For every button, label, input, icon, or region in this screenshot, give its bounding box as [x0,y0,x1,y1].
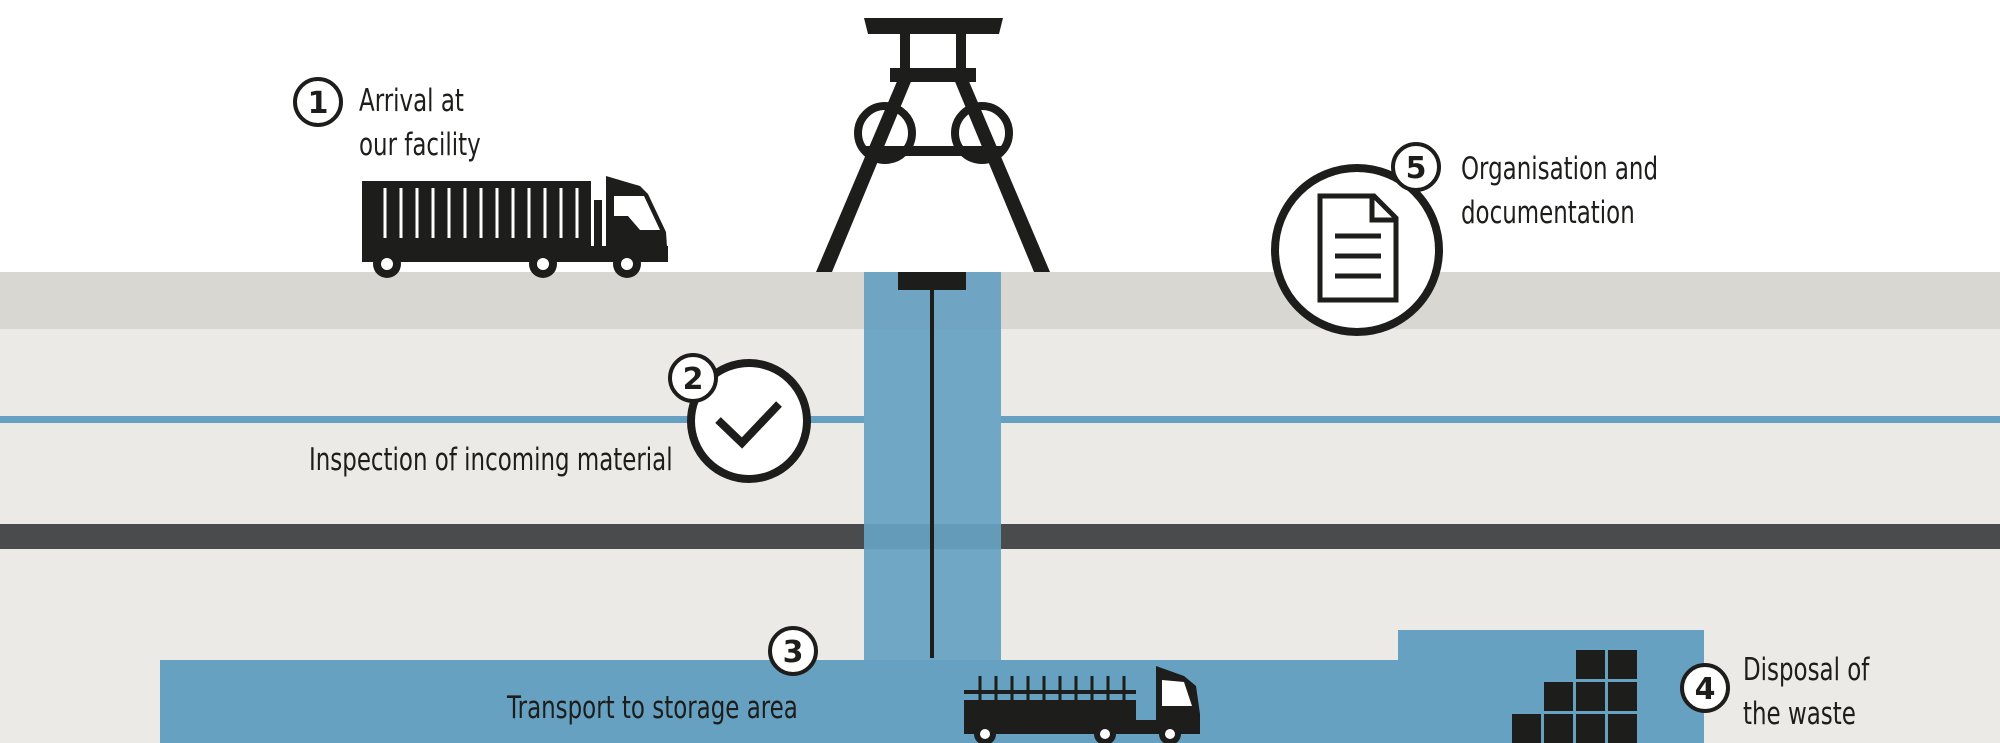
step-5-line-2: documentation [1461,195,1635,231]
headframe-icon [816,18,1050,658]
flatbed-truck-icon [964,666,1200,743]
checkmark-icon [687,359,811,483]
step-2-badge: 2 [668,353,718,403]
seam-line-upper-right [1001,416,2000,423]
seam-line-upper-left [0,416,864,423]
step-4-line-1: Disposal of [1743,652,1870,688]
step-3-number: 3 [783,635,804,670]
step-3-label: Transport to storage area [507,686,798,730]
truck-icon [362,176,668,278]
step-5-line-1: Organisation and [1461,151,1659,187]
document-icon [1271,164,1443,336]
step-4-badge: 4 [1680,663,1730,713]
step-5-number: 5 [1406,151,1427,186]
step-4-line-2: the waste [1743,696,1856,732]
step-2-number: 2 [683,362,704,397]
step-1-line-2: our facility [359,127,481,163]
step-1-label: Arrival at our facility [359,79,481,167]
step-5-badge: 5 [1391,142,1441,192]
step-4-label: Disposal of the waste [1743,648,1869,736]
step-1-line-1: Arrival at [359,83,464,119]
step-3-line-1: Transport to storage area [507,690,798,726]
step-5-label: Organisation and documentation [1461,147,1658,235]
step-4-number: 4 [1695,672,1716,707]
container-stack-icon [1512,650,1637,743]
step-1-number: 1 [308,86,329,121]
step-2-label: Inspection of incoming material [309,438,673,482]
step-3-badge: 3 [768,626,818,676]
step-1-badge: 1 [293,77,343,127]
step-2-line-1: Inspection of incoming material [309,442,673,478]
